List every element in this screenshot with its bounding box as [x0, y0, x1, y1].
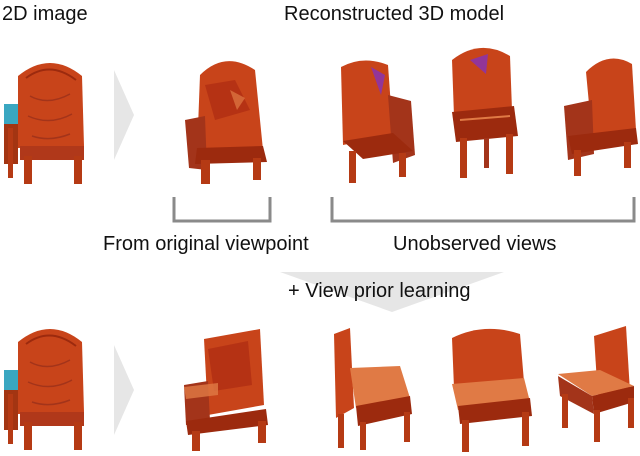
- reconstructed-chair-unobserved-view-3: [564, 58, 638, 176]
- label-unobserved-views: Unobserved views: [393, 233, 557, 255]
- bracket-original-viewpoint: [172, 197, 272, 223]
- label-view-prior-learning: + View prior learning: [288, 280, 471, 302]
- improved-chair-unobserved-view-3: [558, 326, 634, 442]
- input-chair-image-bottom: [4, 329, 84, 450]
- bracket-unobserved-views: [330, 197, 636, 223]
- improved-chair-unobserved-view-1: [334, 328, 412, 450]
- title-reconstructed-3d-model: Reconstructed 3D model: [284, 3, 505, 25]
- arrow-down-icon: [280, 272, 504, 312]
- improved-chair-original-view: [184, 329, 268, 451]
- reconstructed-chair-unobserved-view-2: [452, 47, 518, 178]
- arrow-right-icon-top: [114, 70, 134, 160]
- arrow-right-icon-bottom: [114, 345, 134, 435]
- label-from-original-viewpoint: From original viewpoint: [103, 233, 309, 255]
- reconstructed-chair-unobserved-view-1: [341, 60, 415, 183]
- improved-chair-unobserved-view-2: [452, 328, 532, 452]
- title-2d-image: 2D image: [2, 3, 88, 25]
- reconstructed-chair-original-view: [185, 61, 267, 184]
- input-chair-image-top: [4, 63, 84, 184]
